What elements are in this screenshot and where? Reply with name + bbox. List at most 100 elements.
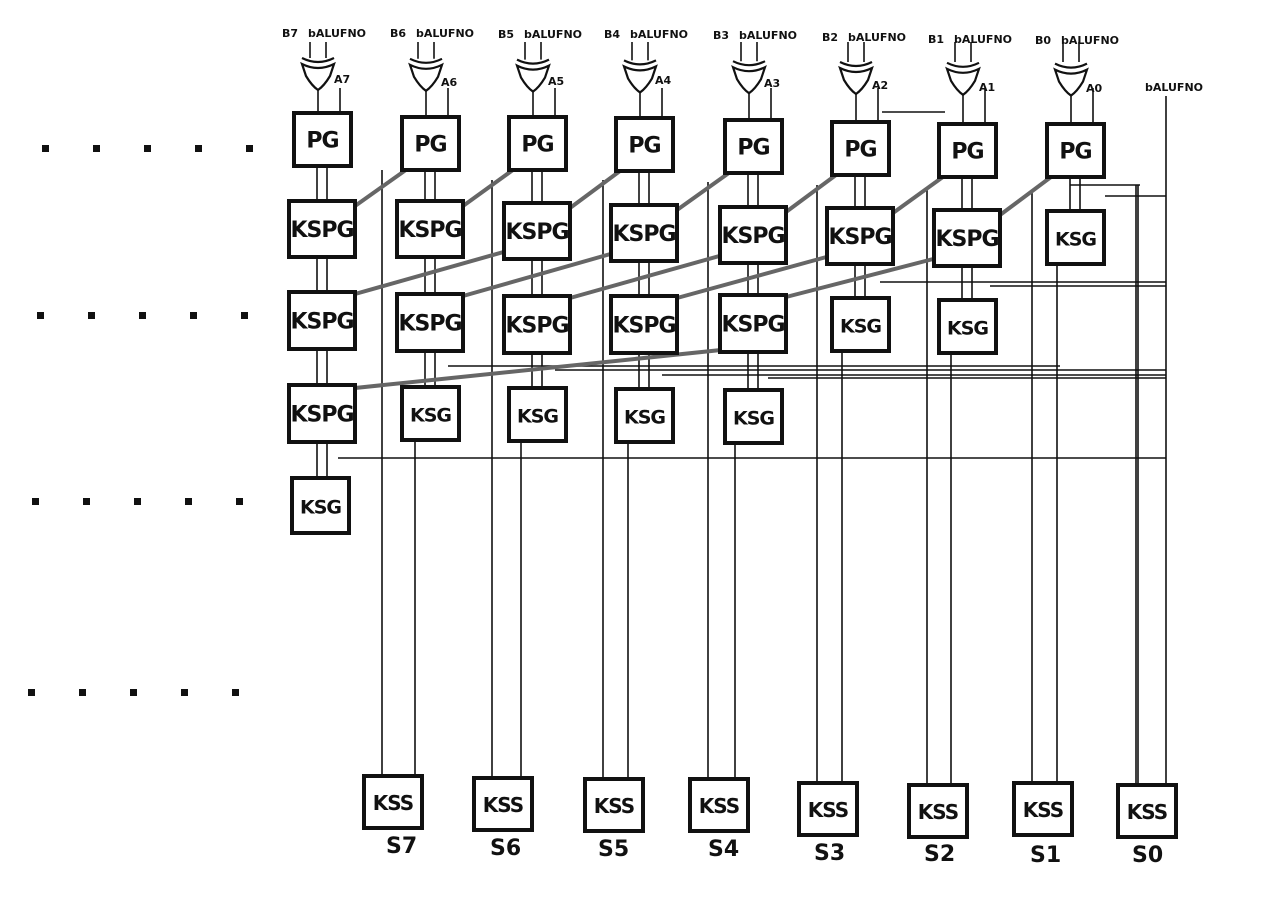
kspg-block: KSPG <box>718 205 788 265</box>
pg-block: PG <box>1045 122 1106 179</box>
kss-block-label: KSS <box>594 794 634 818</box>
kss-block-label: KSS <box>373 791 413 815</box>
kss-block-label: KSS <box>1023 798 1063 822</box>
input-ctrl-label-2: bALUFNO <box>848 31 906 44</box>
kspg-block-label: KSPG <box>398 312 461 337</box>
pg-block: PG <box>507 115 568 172</box>
input-b6-label: B6 <box>390 27 406 40</box>
propagate-wire <box>784 170 842 214</box>
wires <box>309 42 1167 786</box>
xor-gate <box>408 57 444 93</box>
ksg-block: KSG <box>723 388 784 445</box>
input-b2-label: B2 <box>822 31 838 44</box>
kss-block: KSS <box>1116 783 1178 839</box>
kss-block: KSS <box>688 777 750 833</box>
xor-gate <box>838 61 874 96</box>
input-ctrl-label-7: bALUFNO <box>308 27 366 40</box>
propagate-wire <box>461 165 519 208</box>
pg-block-label: PG <box>844 138 876 163</box>
ksg-block: KSG <box>830 296 891 353</box>
kspg-block: KSPG <box>395 292 465 353</box>
pg-block: PG <box>723 118 784 175</box>
propagate-wire <box>353 165 412 208</box>
ksg-block: KSG <box>1045 209 1106 266</box>
ksg-block: KSG <box>937 298 998 355</box>
input-a3-label: A3 <box>764 77 780 90</box>
output-labels: S7 S6 S5 S4 S3 S2 S1 S0 <box>386 834 1163 868</box>
propagate-wire <box>354 249 508 296</box>
kspg-block: KSPG <box>609 203 679 263</box>
pg-block-label: PG <box>628 134 660 159</box>
kss-block-label: KSS <box>1127 800 1167 824</box>
output-s5-label: S5 <box>598 837 629 862</box>
ksg-block-label: KSG <box>733 408 774 430</box>
input-b0-label: B0 <box>1035 34 1051 47</box>
kspg-block-label: KSPG <box>290 310 353 335</box>
kss-block-label: KSS <box>483 793 523 817</box>
kspg-block-label: KSPG <box>935 227 998 252</box>
ksg-block: KSG <box>507 386 568 443</box>
propagate-wire <box>569 253 724 300</box>
kspg-block: KSPG <box>287 383 357 444</box>
xor-gate <box>1053 62 1089 97</box>
kss-block: KSS <box>362 774 424 830</box>
input-b3-label: B3 <box>713 29 729 42</box>
output-s0-label: S0 <box>1132 843 1163 868</box>
kss-block-label: KSS <box>918 800 958 824</box>
kss-block: KSS <box>583 777 645 833</box>
ksg-block: KSG <box>400 385 461 442</box>
input-ctrl-label-3: bALUFNO <box>739 29 797 42</box>
input-b4-label: B4 <box>604 28 620 41</box>
ksg-block-label: KSG <box>1055 229 1096 251</box>
xor-gates <box>300 57 1089 97</box>
output-s7-label: S7 <box>386 834 417 859</box>
pg-block: PG <box>937 122 998 179</box>
input-a4-label: A4 <box>655 74 672 87</box>
ksg-block: KSG <box>614 387 675 444</box>
input-a0-label: A0 <box>1086 82 1103 95</box>
input-a5-label: A5 <box>548 75 564 88</box>
input-a1-label: A1 <box>979 81 995 94</box>
kss-block-label: KSS <box>699 794 739 818</box>
kss-block-label: KSS <box>808 798 848 822</box>
kspg-block-label: KSPG <box>290 218 353 243</box>
kss-block: KSS <box>797 781 859 837</box>
pg-block-label: PG <box>1059 140 1091 165</box>
pg-block-label: PG <box>306 129 338 154</box>
pg-block: PG <box>400 115 461 172</box>
input-b5-label: B5 <box>498 28 514 41</box>
kspg-block-label: KSPG <box>612 314 675 339</box>
pg-block-label: PG <box>414 133 446 158</box>
input-b7-label: B7 <box>282 27 298 40</box>
kspg-block-label: KSPG <box>721 224 784 249</box>
input-a6-label: A6 <box>441 76 458 89</box>
kspg-block-label: KSPG <box>505 314 568 339</box>
ksg-block-label: KSG <box>840 316 881 338</box>
row-dots <box>28 145 253 696</box>
kspg-block-label: KSPG <box>505 220 568 245</box>
kss-block: KSS <box>472 776 534 832</box>
propagate-wire <box>675 168 735 212</box>
propagate-wire <box>785 256 938 299</box>
kspg-block: KSPG <box>718 293 788 354</box>
propagate-wire <box>891 172 949 215</box>
ksg-block-label: KSG <box>947 318 988 340</box>
input-labels: B7 bALUFNO B6 bALUFNO B5 bALUFNO B4 bALU… <box>282 27 1203 95</box>
pg-block-label: PG <box>737 136 769 161</box>
xor-gate <box>515 58 551 93</box>
ksg-block: KSG <box>290 476 351 535</box>
output-s3-label: S3 <box>814 841 845 866</box>
kspg-block: KSPG <box>502 201 572 261</box>
ksg-block-label: KSG <box>300 497 341 519</box>
kspg-block: KSPG <box>825 206 895 266</box>
output-s6-label: S6 <box>490 836 521 861</box>
kspg-block-label: KSPG <box>398 218 461 243</box>
kspg-block: KSPG <box>932 208 1002 268</box>
pg-block-label: PG <box>951 140 983 165</box>
kspg-block: KSPG <box>287 290 357 351</box>
pg-block: PG <box>830 120 891 177</box>
output-s2-label: S2 <box>924 842 955 867</box>
kspg-block: KSPG <box>395 199 465 259</box>
propagate-wire <box>462 251 615 298</box>
